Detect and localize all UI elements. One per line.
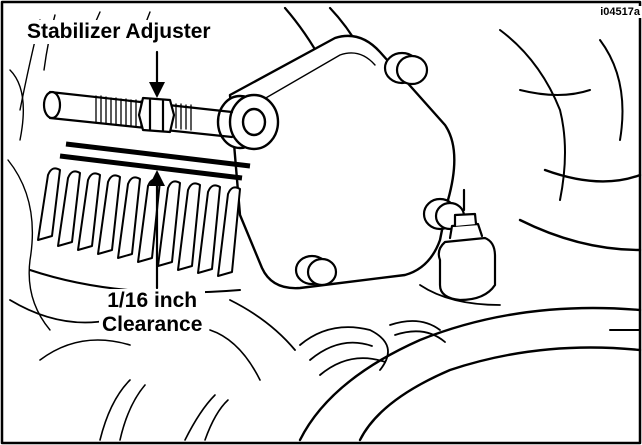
rod-end [216, 93, 280, 151]
adjuster-nut [137, 96, 176, 134]
clearance-label-line2: Clearance [102, 312, 203, 336]
clearance-label-line1: 1/16 inch [107, 289, 198, 312]
clearance-label: 1/16 inch Clearance [99, 289, 206, 337]
right-bracket-shapes [499, 29, 641, 331]
adjuster-arrowhead [149, 82, 165, 98]
stabilizer-adjuster-label: Stabilizer Adjuster [24, 20, 214, 44]
clearance-bars [59, 141, 251, 181]
clearance-arrowhead [149, 170, 165, 186]
plate-bolts [294, 51, 466, 287]
cooling-fins [29, 167, 241, 294]
figure-id-label: i04517a [598, 6, 642, 19]
figure-id-text: i04517a [600, 6, 640, 18]
lower-cables [39, 329, 261, 441]
mounting-plate-edge [244, 52, 376, 111]
curved-pipe [298, 168, 642, 442]
threaded-section-right [175, 103, 192, 131]
hose-loops [299, 320, 446, 376]
stabilizer-adjuster-text: Stabilizer Adjuster [27, 20, 211, 43]
ball-stud [437, 188, 497, 302]
mounting-plate [228, 34, 456, 290]
lower-left-linkage [9, 284, 501, 351]
arrowheads [149, 82, 165, 186]
